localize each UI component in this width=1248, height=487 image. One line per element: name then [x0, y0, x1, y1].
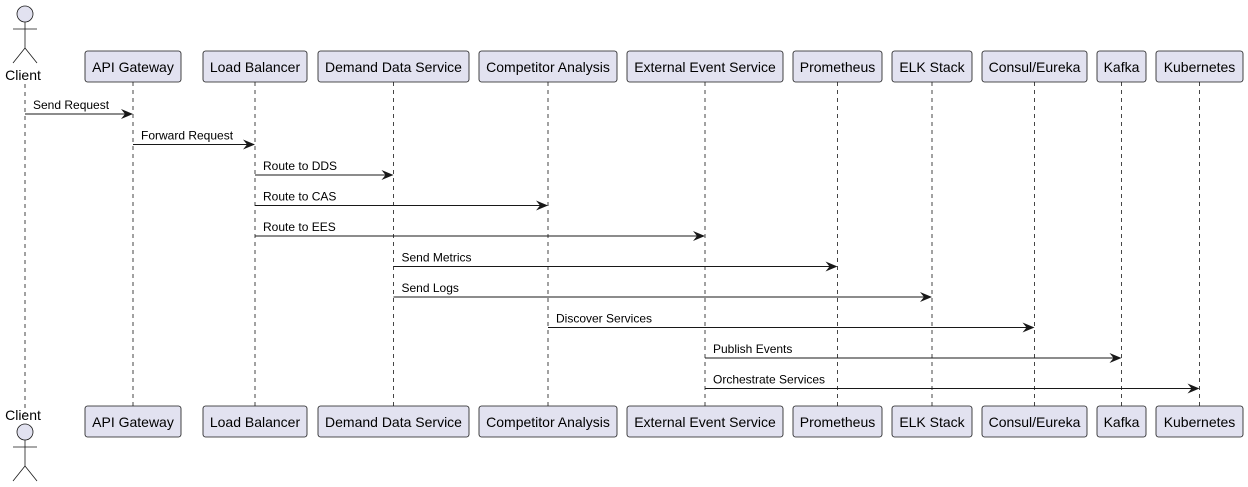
participant-ees-top: External Event Service	[626, 50, 784, 83]
actor-label: Client	[5, 67, 41, 83]
participant-label: External Event Service	[634, 59, 776, 75]
participant-kafka-top: Kafka	[1096, 50, 1147, 83]
participant-cas-bottom: Competitor Analysis	[478, 405, 618, 438]
participant-kafka-bottom: Kafka	[1096, 405, 1147, 438]
participant-label: ELK Stack	[899, 59, 965, 75]
participant-elk-bottom: ELK Stack	[891, 405, 973, 438]
message-1: Send Request	[25, 98, 133, 119]
participant-box	[478, 405, 618, 438]
participant-box	[792, 50, 883, 83]
message-8: Discover Services	[548, 312, 1035, 333]
participant-k8s-top: Kubernetes	[1155, 50, 1244, 83]
participant-label: Demand Data Service	[325, 414, 462, 430]
message-label: Publish Events	[713, 342, 792, 356]
participant-label: API Gateway	[92, 414, 174, 430]
participant-label: Competitor Analysis	[486, 414, 610, 430]
message-4: Route to CAS	[255, 190, 548, 211]
participant-box	[626, 50, 784, 83]
participant-label: Load Balancer	[210, 414, 301, 430]
stick-figure-icon	[12, 423, 38, 482]
participant-label: Kafka	[1104, 414, 1140, 430]
participant-box	[626, 405, 784, 438]
participant-dds-top: Demand Data Service	[317, 50, 470, 83]
participant-box	[792, 405, 883, 438]
participant-dds-bottom: Demand Data Service	[317, 405, 470, 438]
participant-gw-top: API Gateway	[84, 50, 182, 83]
participant-box	[1155, 50, 1244, 83]
participant-box	[1155, 405, 1244, 438]
participant-k8s-bottom: Kubernetes	[1155, 405, 1244, 438]
message-label: Orchestrate Services	[713, 373, 825, 387]
message-label: Route to DDS	[263, 159, 337, 173]
participant-label: Consul/Eureka	[989, 59, 1081, 75]
participant-label: Kubernetes	[1164, 414, 1236, 430]
message-9: Publish Events	[705, 342, 1122, 363]
participant-prom-bottom: Prometheus	[792, 405, 883, 438]
actor-client-bottom: Client	[5, 407, 41, 482]
participant-box	[84, 405, 182, 438]
participant-label: Kafka	[1104, 59, 1140, 75]
participant-consul-bottom: Consul/Eureka	[981, 405, 1088, 438]
message-2: Forward Request	[133, 129, 255, 150]
message-label: Send Request	[33, 98, 110, 112]
participant-label: Load Balancer	[210, 59, 301, 75]
participant-ees-bottom: External Event Service	[626, 405, 784, 438]
participant-box	[202, 50, 308, 83]
stick-figure-icon	[12, 5, 38, 64]
participant-label: Consul/Eureka	[989, 414, 1081, 430]
participant-box	[1096, 405, 1147, 438]
participant-box	[478, 50, 618, 83]
participant-box	[317, 405, 470, 438]
message-label: Route to CAS	[263, 190, 336, 204]
message-7: Send Logs	[393, 281, 932, 302]
message-label: Discover Services	[556, 312, 652, 326]
participant-box	[981, 405, 1088, 438]
participant-label: ELK Stack	[899, 414, 965, 430]
participant-box	[891, 405, 973, 438]
participant-cas-top: Competitor Analysis	[478, 50, 618, 83]
message-label: Route to EES	[263, 220, 336, 234]
participant-box	[202, 405, 308, 438]
message-5: Route to EES	[255, 220, 705, 241]
actor-client-top: Client	[5, 5, 41, 83]
participant-lb-bottom: Load Balancer	[202, 405, 308, 438]
participant-label: Competitor Analysis	[486, 59, 610, 75]
participant-box	[981, 50, 1088, 83]
participant-box	[317, 50, 470, 83]
participant-label: Prometheus	[800, 414, 875, 430]
participant-gw-bottom: API Gateway	[84, 405, 182, 438]
participant-consul-top: Consul/Eureka	[981, 50, 1088, 83]
actor-label: Client	[5, 407, 41, 423]
message-label: Send Logs	[402, 281, 459, 295]
message-10: Orchestrate Services	[705, 373, 1200, 394]
participant-label: API Gateway	[92, 59, 174, 75]
message-3: Route to DDS	[255, 159, 394, 180]
message-6: Send Metrics	[393, 251, 838, 272]
participant-label: Prometheus	[800, 59, 875, 75]
participant-elk-top: ELK Stack	[891, 50, 973, 83]
participant-prom-top: Prometheus	[792, 50, 883, 83]
participant-box	[1096, 50, 1147, 83]
participant-label: Demand Data Service	[325, 59, 462, 75]
participant-label: Kubernetes	[1164, 59, 1236, 75]
participant-box	[891, 50, 973, 83]
lifelines	[24, 82, 1200, 414]
message-label: Send Metrics	[402, 251, 472, 265]
message-label: Forward Request	[141, 129, 234, 143]
participant-box	[84, 50, 182, 83]
participant-lb-top: Load Balancer	[202, 50, 308, 83]
participant-label: External Event Service	[634, 414, 776, 430]
